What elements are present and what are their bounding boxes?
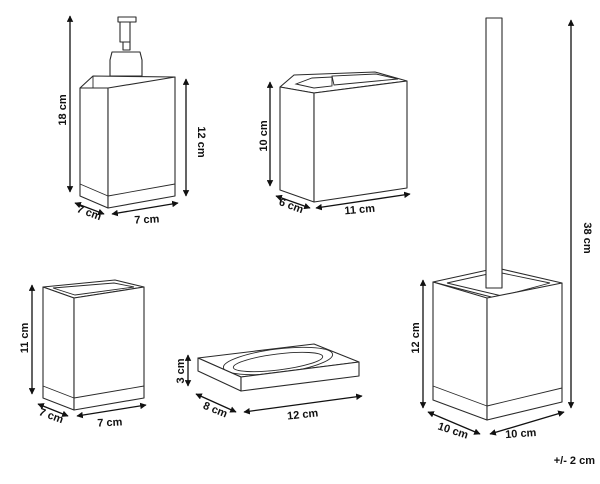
tumbler-height-label: 11 cm (19, 322, 31, 353)
tumbler-depth-label: 7 cm (37, 406, 65, 426)
tumbler-front-face (73, 286, 145, 411)
holder-opening-left (294, 76, 333, 89)
toilet-brush-width-label: 10 cm (505, 427, 537, 441)
toilet-brush-width-line (489, 410, 565, 436)
dispenser-front-face (107, 76, 176, 209)
soap-dispenser-width-line (111, 200, 179, 217)
toilet-brush (432, 17, 563, 421)
tumbler-base-line (42, 385, 75, 399)
toothbrush-holder-height-label: 10 cm (258, 120, 270, 151)
toilet-brush-total-height-label: 38 cm (581, 222, 593, 253)
brush-holder-opening (446, 271, 551, 297)
soap-dispenser-depth-label: 7 cm (75, 203, 103, 223)
toothbrush-holder-width-line (315, 191, 411, 211)
tumbler-opening (52, 282, 135, 296)
toilet-brush-holder-height-label: 12 cm (410, 322, 422, 353)
soap-dish-depth-line (195, 393, 237, 413)
holder-left-face (279, 86, 315, 203)
soap-dish-width-line (243, 393, 363, 415)
holder-front-face (313, 80, 408, 203)
soap-dispenser (79, 16, 176, 209)
soap-dispenser-width-label: 7 cm (134, 213, 160, 226)
soap-dish-height-label: 3 cm (175, 358, 187, 383)
brush-holder-front-face (486, 282, 563, 421)
toilet-brush-depth-line (427, 411, 481, 435)
tumbler-depth-line (37, 403, 69, 417)
brush-holder-left-face (432, 281, 488, 421)
toothbrush-holder-width-label: 11 cm (344, 203, 376, 218)
brush-holder-base-line (486, 387, 563, 407)
soap-dish-depth-label: 8 cm (201, 400, 229, 421)
soap-dish-front-face (240, 361, 360, 392)
toothbrush-holder-depth-line (275, 194, 311, 210)
soap-dish-recess-inner (232, 351, 324, 373)
brush-handle (485, 17, 503, 289)
toilet-brush-depth-label: 10 cm (436, 421, 470, 442)
tumbler-base-line (73, 385, 145, 399)
tolerance-note: +/- 2 cm (554, 455, 595, 467)
soap-dispenser-total-height-label: 18 cm (57, 94, 69, 125)
soap-dispenser-body-height-label: 12 cm (195, 126, 207, 157)
toothbrush-holder-depth-label: 6 cm (277, 196, 305, 216)
tumbler (42, 279, 145, 411)
pump-neck (122, 41, 131, 51)
dispenser-base-line (79, 183, 109, 197)
tumbler-width-line (76, 402, 147, 419)
pump-nozzle (119, 19, 131, 43)
soap-dish-width-label: 12 cm (287, 407, 319, 422)
soap-dish (197, 343, 360, 392)
brush-holder-base-line (432, 385, 488, 407)
soap-dispenser-depth-line (74, 202, 105, 215)
pump-spout (117, 16, 137, 23)
toothbrush-holder (279, 71, 408, 203)
pump-collar (109, 51, 143, 77)
holder-opening-right (331, 73, 399, 86)
tumbler-width-label: 7 cm (97, 416, 123, 429)
dispenser-base-line (107, 183, 176, 197)
